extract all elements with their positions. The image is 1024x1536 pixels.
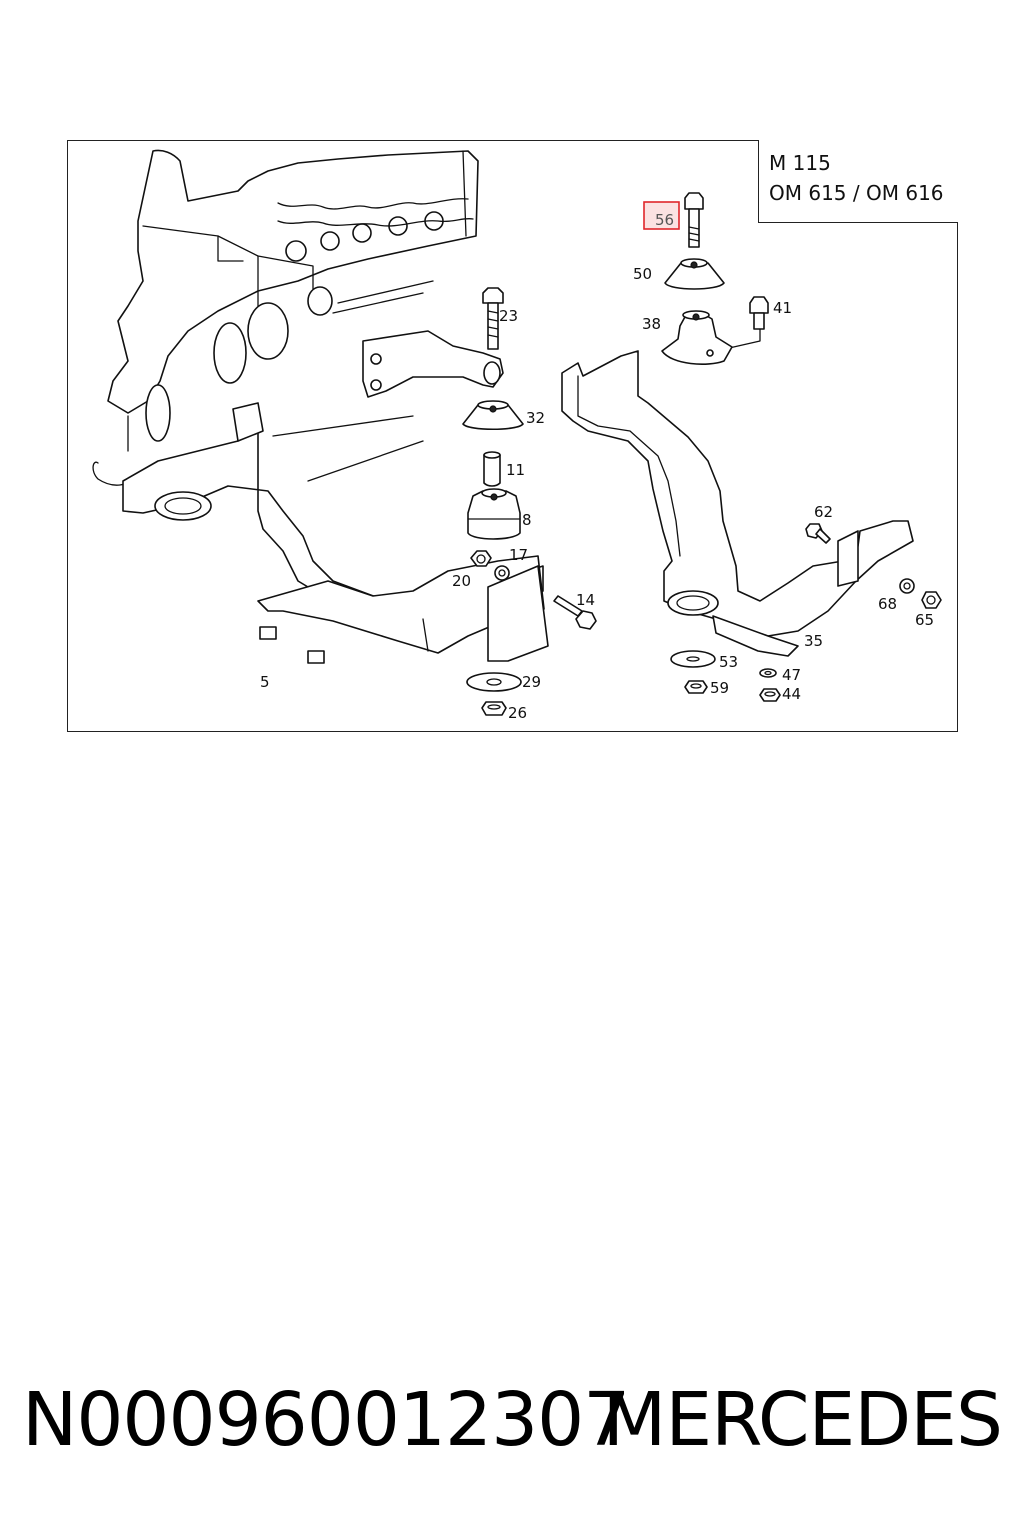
- mount-8: [467, 488, 521, 540]
- part-label-20[interactable]: 20: [452, 572, 471, 590]
- nut-65: [921, 591, 942, 609]
- part-label-53[interactable]: 53: [719, 653, 738, 671]
- highlight-box-56: [643, 201, 680, 230]
- mount-50: [664, 258, 725, 290]
- part-label-5[interactable]: 5: [260, 673, 270, 691]
- part-label-11[interactable]: 11: [506, 461, 525, 479]
- part-label-29[interactable]: 29: [522, 673, 541, 691]
- washer-17: [494, 565, 510, 581]
- part-label-68[interactable]: 68: [878, 595, 897, 613]
- bolt-56: [684, 192, 704, 248]
- part-label-32[interactable]: 32: [526, 409, 545, 427]
- part-label-44[interactable]: 44: [782, 685, 801, 703]
- engine-block: [92, 149, 479, 486]
- bolt-62: [805, 523, 831, 544]
- bolt-14: [553, 595, 597, 630]
- nut-20: [470, 550, 492, 567]
- washer-68: [899, 578, 915, 594]
- part-label-38[interactable]: 38: [642, 315, 661, 333]
- part-number: N000960012307: [22, 1377, 630, 1463]
- left-crossmember: [122, 402, 549, 664]
- part-label-35[interactable]: 35: [804, 632, 823, 650]
- part-label-65[interactable]: 65: [915, 611, 934, 629]
- right-crossmember: [561, 350, 914, 657]
- part-label-8[interactable]: 8: [522, 511, 532, 529]
- part-label-14[interactable]: 14: [576, 591, 595, 609]
- brand-name: MERCEDES: [602, 1377, 1003, 1463]
- diagram-drawing: 56 23 32 11 8 17 20 14 29 26 5 50 41 38 …: [92, 149, 942, 722]
- part-label-56[interactable]: 56: [655, 211, 674, 229]
- mount-38: [661, 310, 733, 365]
- part-label-50[interactable]: 50: [633, 265, 652, 283]
- model-line-2: OM 615 / OM 616: [769, 181, 944, 205]
- part-label-47[interactable]: 47: [782, 666, 801, 684]
- footer: N000960012307 MERCEDES: [0, 1370, 1024, 1480]
- nut-59: [684, 680, 708, 694]
- bolt-23: [482, 287, 504, 350]
- washer-29: [466, 672, 522, 692]
- model-info-box: M 115 OM 615 / OM 616: [758, 140, 958, 223]
- model-line-1: M 115: [769, 151, 831, 175]
- part-label-23[interactable]: 23: [499, 307, 518, 325]
- part-label-62[interactable]: 62: [814, 503, 833, 521]
- part-label-41[interactable]: 41: [773, 299, 792, 317]
- spacer-11: [483, 451, 501, 487]
- part-label-17[interactable]: 17: [509, 546, 528, 564]
- washer-47: [759, 668, 777, 678]
- washer-53: [670, 650, 716, 668]
- part-label-26[interactable]: 26: [508, 704, 527, 722]
- part-label-59[interactable]: 59: [710, 679, 729, 697]
- nut-44: [759, 688, 781, 702]
- nut-26: [481, 701, 507, 716]
- left-bracket: [362, 330, 504, 398]
- parts-diagram: 56 23 32 11 8 17 20 14 29 26 5 50 41 38 …: [67, 140, 958, 732]
- mount-32: [462, 400, 524, 430]
